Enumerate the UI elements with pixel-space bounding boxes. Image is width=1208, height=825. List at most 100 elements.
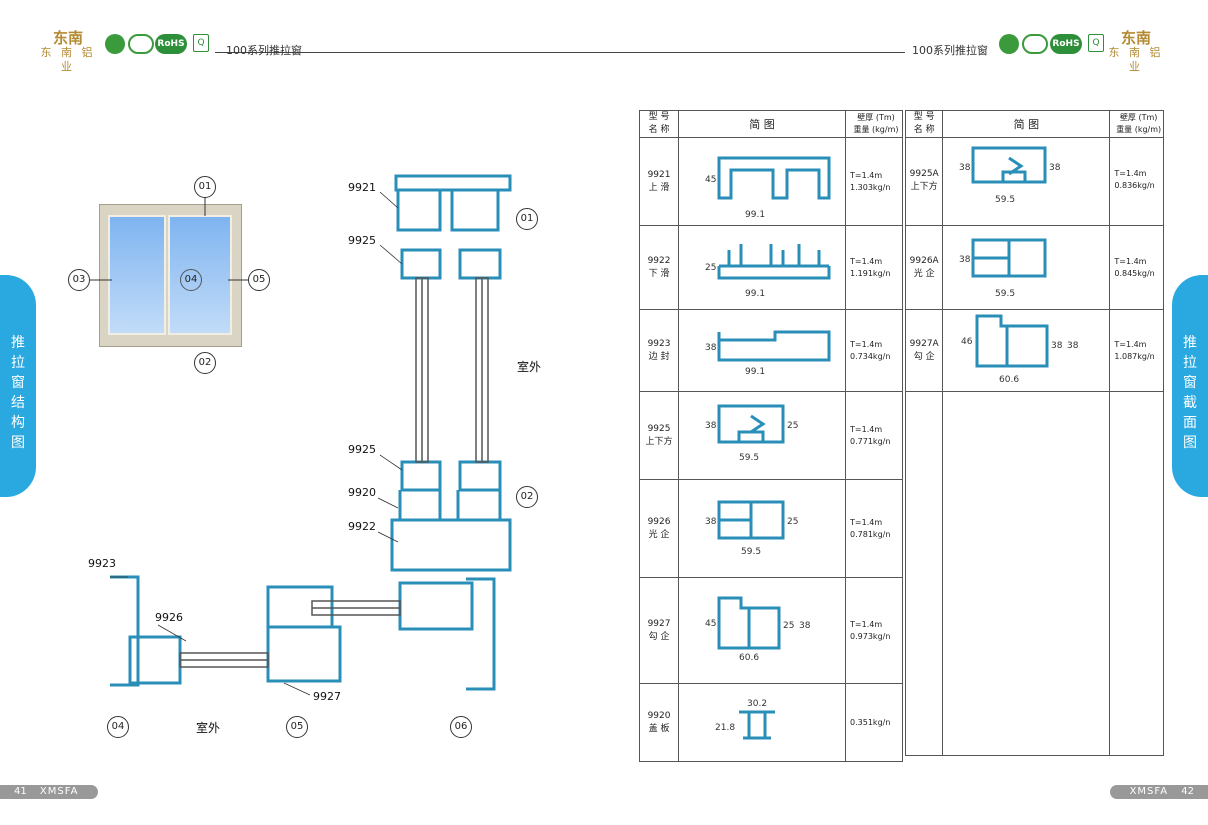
side-tab-char: 图 — [1183, 435, 1197, 451]
spec-thickness: T=1.4m — [1114, 256, 1147, 266]
callout-02: 02 — [194, 352, 216, 374]
dim-label: 45 — [705, 175, 716, 185]
profile-name: 勾 企 — [648, 631, 670, 642]
dim-label: 25 — [787, 421, 798, 431]
dim-label: 59.5 — [739, 453, 759, 463]
spec-weight: 1.087kg/n — [1114, 351, 1155, 361]
profile-label-9923: 9923 — [88, 557, 116, 570]
header-weight: 重量 (kg/m) — [1116, 125, 1162, 134]
profile-label-9921: 9921 — [348, 181, 376, 194]
quality-cert-icon: Q — [193, 34, 209, 52]
profile-code: 9920 — [647, 710, 671, 721]
brand-logo-right: 东南 东 南 铝 业 — [1108, 30, 1164, 74]
table-header-diagram: 简 图 — [678, 110, 847, 138]
footer-brand-right: XMSFA — [1129, 786, 1169, 797]
header-thickness: 壁厚 (Tm) — [857, 113, 895, 122]
profile-label-9926: 9926 — [155, 611, 183, 624]
profile-name: 光 企 — [913, 268, 935, 279]
rohs-badge: RoHS — [1050, 34, 1082, 54]
profile-code: 9926 — [647, 516, 671, 527]
dim-label: 46 — [961, 337, 973, 347]
dim-label: 99.1 — [745, 289, 765, 299]
vertical-section-drawing — [377, 174, 512, 572]
side-tab-char: 面 — [1183, 415, 1197, 431]
callout-02-section: 02 — [516, 486, 538, 508]
dim-label: 38 — [959, 163, 971, 173]
profile-code-cell: 9920 盖 板 — [638, 683, 680, 762]
side-tab-char: 推 — [11, 335, 25, 351]
header-name: 名 称 — [913, 125, 935, 135]
empty-cell — [1109, 391, 1164, 756]
dim-label: 38 — [799, 621, 811, 631]
profile-name: 光 企 — [648, 529, 670, 540]
profile-name: 盖 板 — [648, 723, 670, 734]
profile-figure: 59.5 38 — [942, 225, 1111, 310]
spec-weight: 0.771kg/n — [850, 436, 891, 446]
spec-weight: 0.973kg/n — [850, 631, 891, 641]
side-tab-char: 结 — [11, 395, 25, 411]
side-tab-char: 拉 — [11, 355, 25, 371]
header-model: 型 号 — [648, 112, 670, 122]
dim-label: 38 — [705, 517, 717, 527]
dim-label: 99.1 — [745, 367, 765, 377]
brand-mark: 东南 — [52, 29, 83, 47]
dim-label: 45 — [705, 619, 716, 629]
dim-label: 38 — [1051, 341, 1063, 351]
empty-cell — [942, 391, 1111, 756]
page-number-right: 42 — [1181, 786, 1194, 797]
side-tab-char: 构 — [11, 415, 25, 431]
profile-code: 9923 — [647, 338, 671, 349]
table-header-spec: 壁厚 (Tm)重量 (kg/m) — [845, 110, 903, 138]
spec-thickness: T=1.4m — [850, 517, 883, 527]
glass-pane-left — [108, 215, 166, 335]
side-tab-right: 推 拉 窗 截 面 图 — [1172, 275, 1208, 497]
dim-label: 99.1 — [745, 210, 765, 220]
green-cert-icon — [128, 34, 154, 54]
window-elevation — [99, 204, 242, 347]
profile-name: 上 滑 — [648, 182, 670, 193]
profile-9922-drawing: 99.1 25 — [705, 244, 831, 299]
dim-label: 59.5 — [995, 289, 1015, 299]
outside-label-vertical: 室外 — [517, 360, 542, 374]
window-leader-lines — [90, 195, 248, 281]
footer-right: XMSFA 42 — [1110, 785, 1208, 799]
profile-label-9925-bottom: 9925 — [348, 443, 376, 456]
profile-figure: 99.1 45 — [678, 137, 847, 226]
profile-name: 下 滑 — [648, 268, 670, 279]
profile-code-cell: 9926 光 企 — [638, 479, 680, 578]
quality-cert-icon: Q — [1088, 34, 1104, 52]
dim-label: 38 — [1049, 163, 1061, 173]
spec-weight: 0.734kg/n — [850, 351, 891, 361]
side-tab-char: 图 — [11, 435, 25, 451]
spec-weight: 0.351kg/n — [850, 717, 891, 727]
table-header-diagram: 简 图 — [942, 110, 1111, 138]
side-tab-char: 截 — [1183, 395, 1197, 411]
brand-name: 东 南 铝 业 — [40, 46, 96, 73]
profile-9926A-drawing: 59.5 38 — [959, 238, 1047, 299]
dim-label: 38 — [959, 255, 971, 265]
dim-label: 25 — [705, 263, 716, 273]
dim-label: 38 — [1067, 341, 1079, 351]
side-tab-char: 推 — [1183, 335, 1197, 351]
spec-weight: 1.303kg/n — [850, 182, 891, 192]
